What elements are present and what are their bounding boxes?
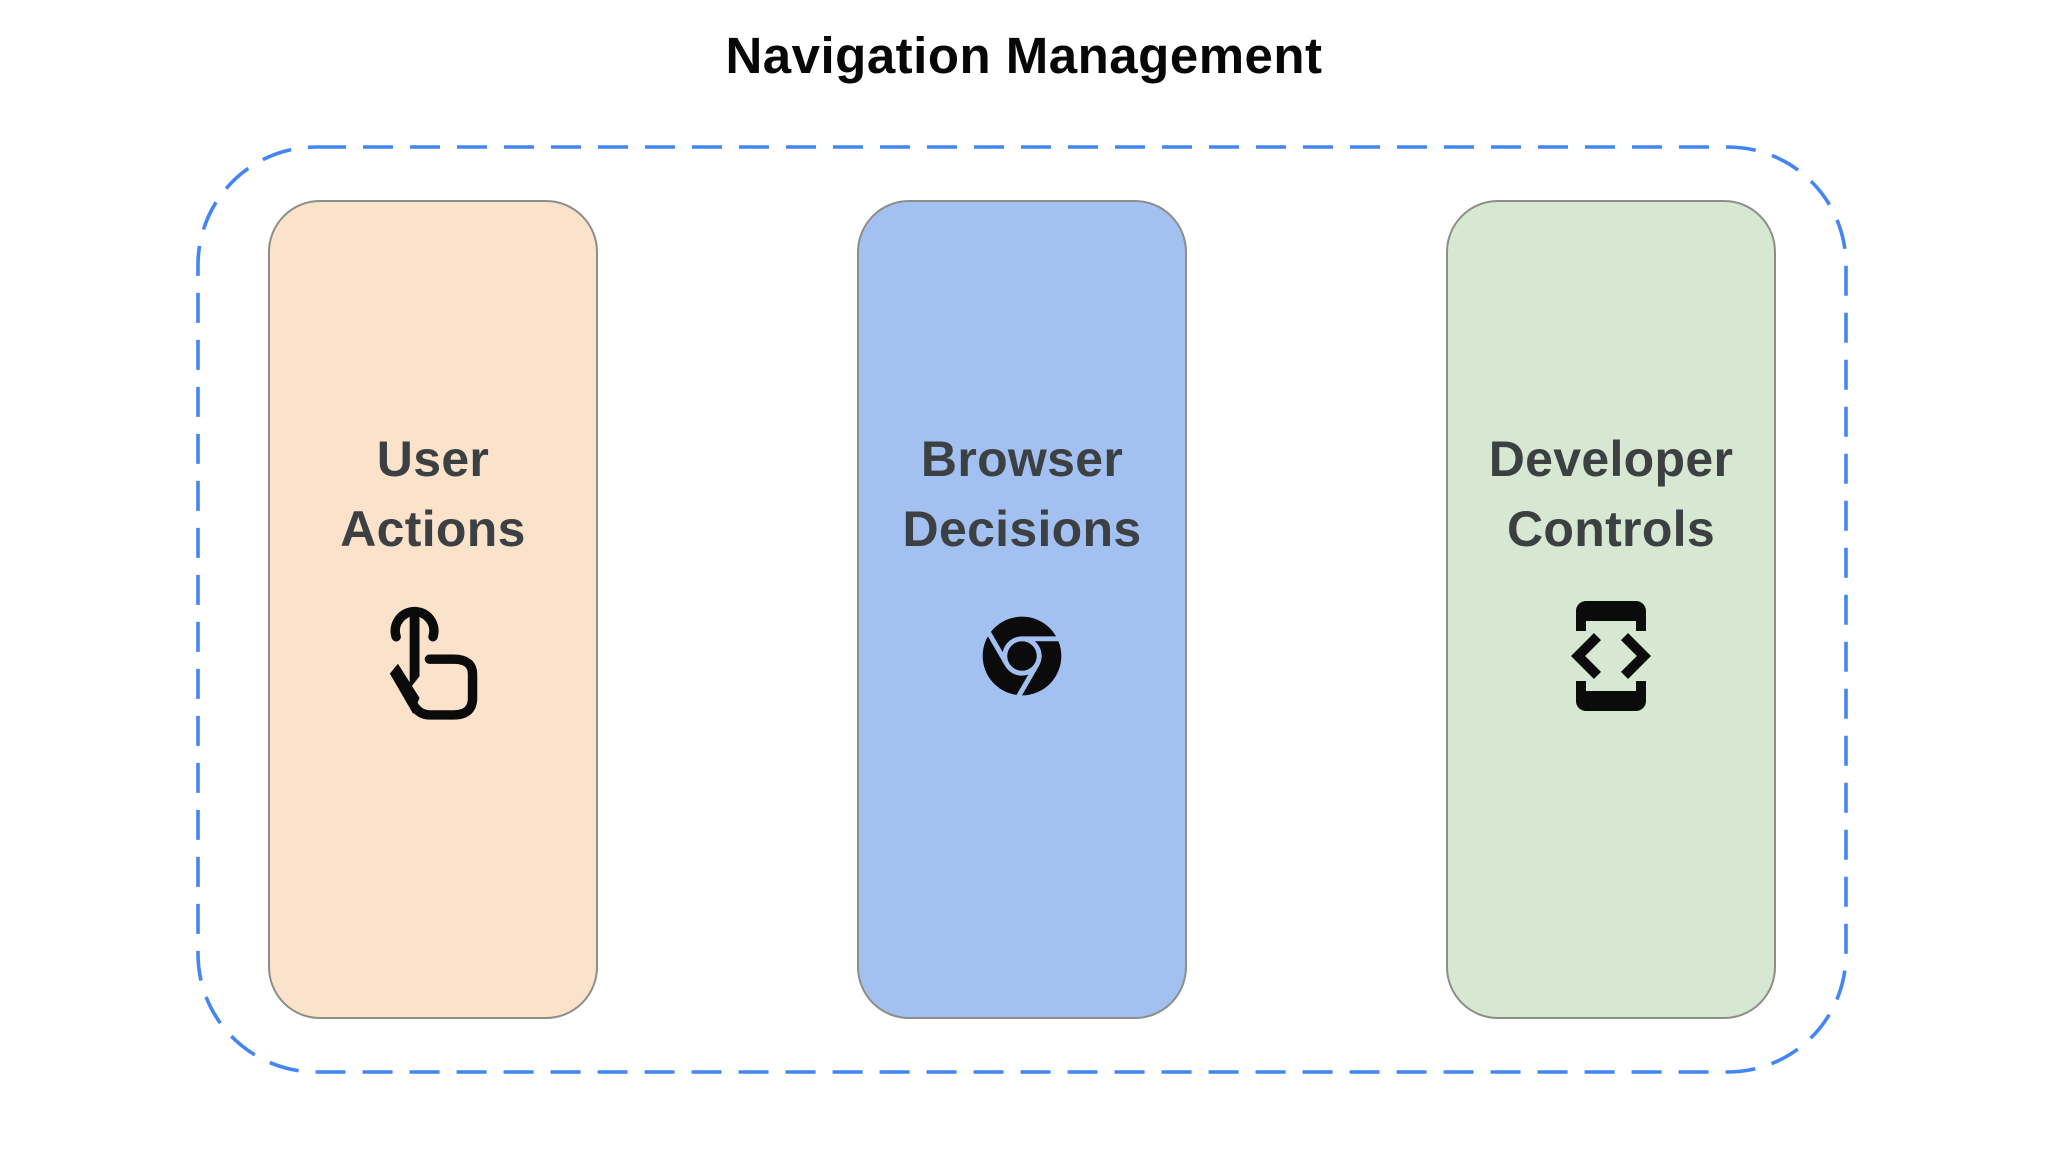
card-user-actions-label: User Actions [340,431,526,557]
cards-row: User Actions Brows [196,145,1848,1074]
card-developer-controls: Developer Controls [1446,200,1776,1019]
card-user-actions: User Actions [268,200,598,1019]
chrome-icon [982,616,1062,696]
developer-mode-icon [1571,601,1651,711]
dashed-frame-border [196,145,1848,1074]
card-browser-decisions-icon-box [859,586,1185,726]
card-developer-controls-icon-box [1448,586,1774,726]
tap-gesture-icon [389,606,478,720]
dashed-frame: User Actions Brows [196,145,1848,1074]
card-user-actions-icon-box [270,586,596,726]
diagram-title: Navigation Management [725,27,1323,84]
card-browser-decisions: Browser Decisions [857,200,1187,1019]
card-browser-decisions-label: Browser Decisions [902,431,1142,557]
card-developer-controls-label: Developer Controls [1488,431,1734,557]
